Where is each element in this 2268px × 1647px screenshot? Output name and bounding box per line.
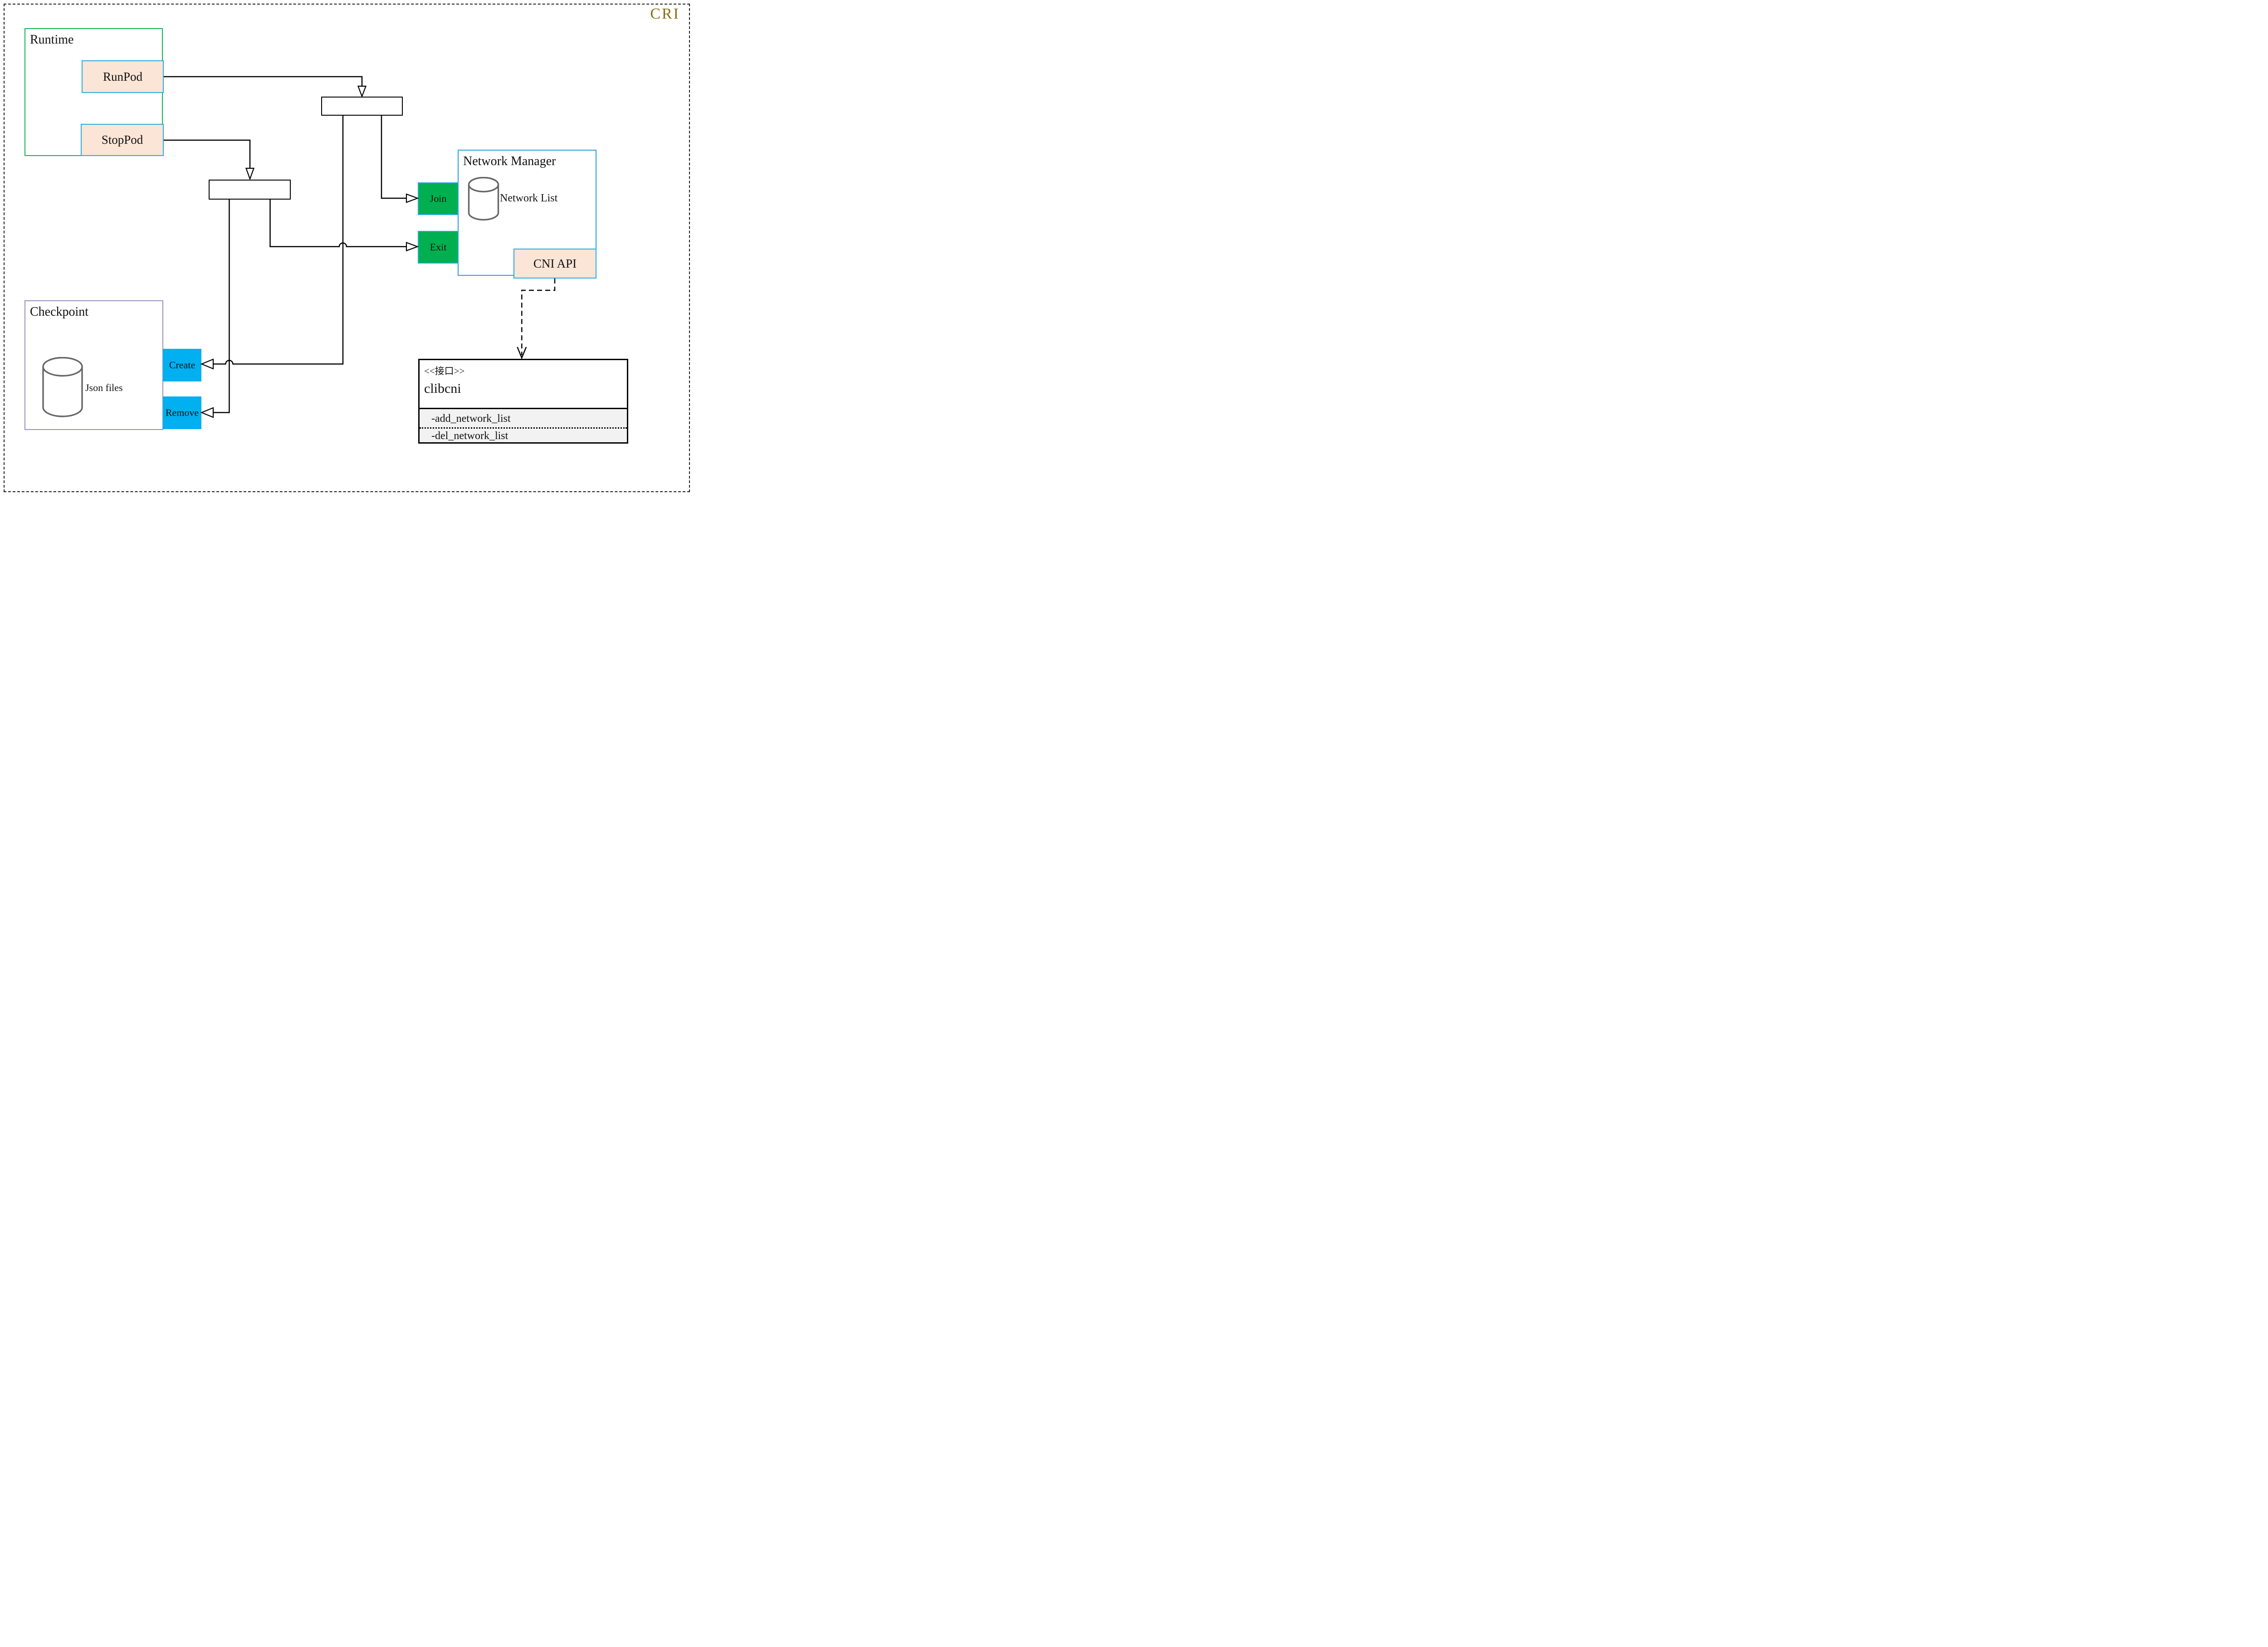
remove-button: Remove <box>163 396 201 429</box>
join-button: Join <box>418 182 459 215</box>
runpod-label: RunPod <box>103 69 143 83</box>
clibcni-class-box: <<接口>> clibcni -add_network_list -del_ne… <box>418 359 628 444</box>
checkpoint-title: Checkpoint <box>30 305 89 319</box>
network-list-label: Network List <box>500 192 558 204</box>
exit-label: Exit <box>430 241 447 253</box>
member-del-network-list: -del_network_list <box>431 430 508 442</box>
clibcni-members-section: -add_network_list -del_network_list <box>420 409 627 442</box>
network-manager-title: Network Manager <box>463 154 556 168</box>
member-add-network-list: -add_network_list <box>431 413 511 425</box>
json-files-database-icon <box>42 357 83 417</box>
junction-box-1 <box>321 97 403 116</box>
page-dashed-border <box>4 4 690 492</box>
clibcni-header: <<接口>> clibcni <box>420 360 627 408</box>
create-label: Create <box>169 359 196 371</box>
stoppod-label: StopPod <box>101 133 143 147</box>
stoppod-button: StopPod <box>81 124 164 156</box>
clibcni-stereotype: <<接口>> <box>424 366 465 376</box>
cri-badge: CRI <box>650 5 680 22</box>
member-divider-dotted <box>420 427 627 429</box>
runpod-button: RunPod <box>82 60 164 93</box>
remove-label: Remove <box>165 407 199 418</box>
clibcni-divider <box>420 408 627 409</box>
create-button: Create <box>163 349 201 381</box>
junction-box-2 <box>209 180 291 200</box>
network-list-database-icon <box>468 177 499 221</box>
clibcni-name: clibcni <box>424 381 461 396</box>
runtime-title: Runtime <box>30 33 74 47</box>
json-files-label: Json files <box>85 382 123 393</box>
cni-api-box: CNI API <box>513 249 596 279</box>
exit-button: Exit <box>418 231 459 264</box>
diagram-canvas: CRI Runtime RunPod StopPod Network Manag… <box>0 0 701 493</box>
cni-api-label: CNI API <box>533 256 577 270</box>
join-label: Join <box>430 193 447 204</box>
